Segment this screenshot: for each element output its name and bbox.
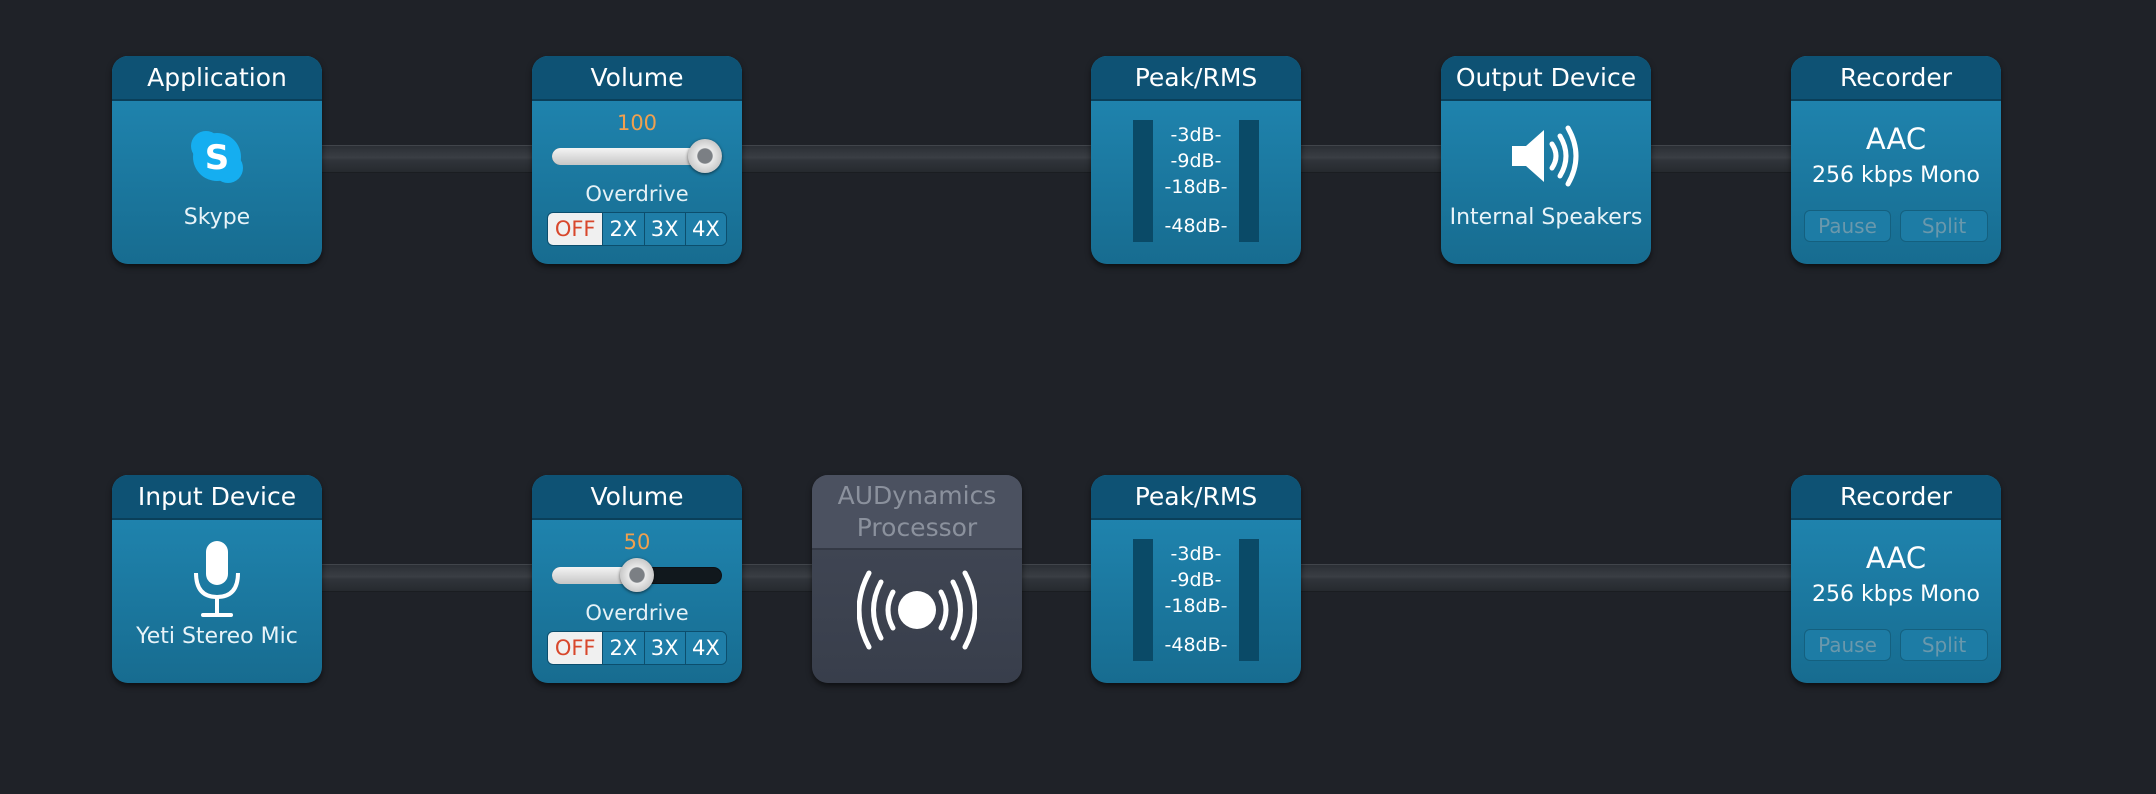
tick-48db: -48dB- xyxy=(1164,215,1228,237)
slider-thumb[interactable] xyxy=(620,558,654,592)
overdrive-3x-button[interactable]: 3X xyxy=(643,213,685,245)
application-name: Skype xyxy=(183,205,251,230)
peak-rms-block-row1[interactable]: Peak/RMS -3dB- -9dB- -18dB- -48dB- xyxy=(1091,56,1301,264)
tick-18db: -18dB- xyxy=(1164,595,1228,617)
left-meter-bar xyxy=(1133,120,1153,242)
speaker-icon xyxy=(1441,116,1651,200)
broadcast-icon xyxy=(812,565,1022,659)
recorder-title: Recorder xyxy=(1791,475,2001,520)
overdrive-4x-button[interactable]: 4X xyxy=(684,632,726,664)
input-device-block[interactable]: Input Device Yeti Stereo Mic xyxy=(112,475,322,683)
recorder-codec[interactable]: AAC xyxy=(1865,541,1927,575)
processor-title-line1: AUDynamics xyxy=(837,481,997,510)
overdrive-off-button[interactable]: OFF xyxy=(548,213,603,245)
pause-button[interactable]: Pause xyxy=(1804,210,1891,242)
recorder-title: Recorder xyxy=(1791,56,2001,101)
overdrive-selector[interactable]: OFF 2X 3X 4X xyxy=(547,212,727,246)
recorder-codec[interactable]: AAC xyxy=(1865,122,1927,156)
audynamics-processor-block[interactable]: AUDynamics Processor xyxy=(812,475,1022,683)
input-device-title: Input Device xyxy=(112,475,322,520)
overdrive-label: Overdrive xyxy=(585,601,689,625)
peak-rms-title: Peak/RMS xyxy=(1091,475,1301,520)
peak-rms-title: Peak/RMS xyxy=(1091,56,1301,101)
output-device-block[interactable]: Output Device Internal Speakers xyxy=(1441,56,1651,264)
recorder-block-row1: Recorder AAC 256 kbps Mono Pause Split xyxy=(1791,56,2001,264)
svg-text:S: S xyxy=(205,138,230,178)
right-meter-bar xyxy=(1239,120,1259,242)
right-meter-bar xyxy=(1239,539,1259,661)
overdrive-2x-button[interactable]: 2X xyxy=(602,632,644,664)
application-block[interactable]: Application S Skype xyxy=(112,56,322,264)
processor-title: AUDynamics Processor xyxy=(812,475,1022,550)
overdrive-selector[interactable]: OFF 2X 3X 4X xyxy=(547,631,727,665)
output-device-name: Internal Speakers xyxy=(1449,205,1643,230)
meter-scale: -3dB- -9dB- -18dB- -48dB- xyxy=(1091,122,1301,239)
overdrive-4x-button[interactable]: 4X xyxy=(684,213,726,245)
input-device-name: Yeti Stereo Mic xyxy=(136,624,298,649)
tick-48db: -48dB- xyxy=(1164,634,1228,656)
pause-button[interactable]: Pause xyxy=(1804,629,1891,661)
peak-rms-block-row2[interactable]: Peak/RMS -3dB- -9dB- -18dB- -48dB- xyxy=(1091,475,1301,683)
recorder-bitrate[interactable]: 256 kbps Mono xyxy=(1812,582,1980,607)
recorder-block-row2: Recorder AAC 256 kbps Mono Pause Split xyxy=(1791,475,2001,683)
overdrive-label: Overdrive xyxy=(585,182,689,206)
microphone-icon xyxy=(112,539,322,623)
volume-block-row1: Volume 100 Overdrive OFF 2X 3X 4X xyxy=(532,56,742,264)
tick-18db: -18dB- xyxy=(1164,176,1228,198)
volume-slider[interactable] xyxy=(552,558,722,592)
output-device-title: Output Device xyxy=(1441,56,1651,101)
volume-block-row2: Volume 50 Overdrive OFF 2X 3X 4X xyxy=(532,475,742,683)
volume-title: Volume xyxy=(532,475,742,520)
skype-icon: S xyxy=(112,126,322,192)
split-button[interactable]: Split xyxy=(1900,629,1988,661)
application-title: Application xyxy=(112,56,322,101)
tick-9db: -9dB- xyxy=(1170,569,1222,591)
slider-thumb[interactable] xyxy=(688,139,722,173)
volume-value: 100 xyxy=(616,111,658,135)
overdrive-3x-button[interactable]: 3X xyxy=(643,632,685,664)
tick-9db: -9dB- xyxy=(1170,150,1222,172)
volume-value: 50 xyxy=(623,530,651,554)
recorder-bitrate[interactable]: 256 kbps Mono xyxy=(1812,163,1980,188)
meter-scale: -3dB- -9dB- -18dB- -48dB- xyxy=(1091,541,1301,658)
overdrive-off-button[interactable]: OFF xyxy=(548,632,603,664)
tick-3db: -3dB- xyxy=(1170,124,1222,146)
overdrive-2x-button[interactable]: 2X xyxy=(602,213,644,245)
left-meter-bar xyxy=(1133,539,1153,661)
volume-slider[interactable] xyxy=(552,139,722,173)
tick-3db: -3dB- xyxy=(1170,543,1222,565)
processor-title-line2: Processor xyxy=(856,513,978,542)
volume-title: Volume xyxy=(532,56,742,101)
split-button[interactable]: Split xyxy=(1900,210,1988,242)
